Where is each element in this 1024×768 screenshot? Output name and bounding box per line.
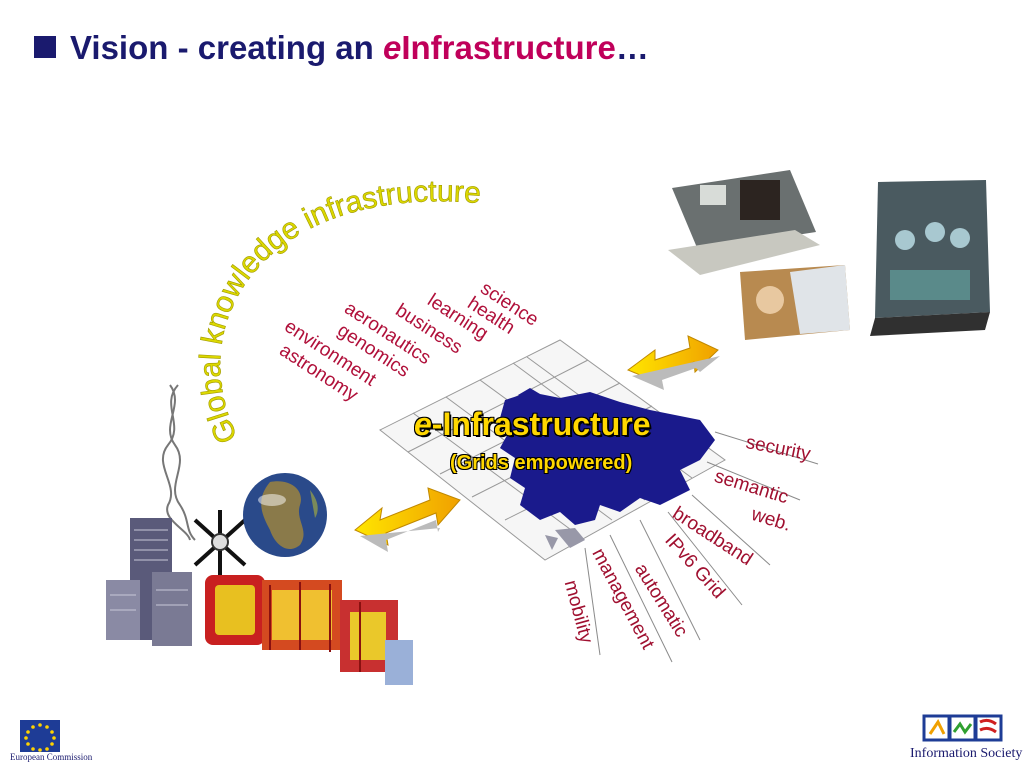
center-subtitle: (Grids empowered) xyxy=(450,452,633,474)
photo-lab xyxy=(668,170,820,275)
information-society-label: Information Society xyxy=(910,746,1023,761)
arrow-left xyxy=(354,487,461,552)
european-commission-label: European Commission xyxy=(10,752,93,762)
europe-map xyxy=(500,388,715,550)
photo-surgery xyxy=(870,180,990,336)
center-title-text: -Infrastructure xyxy=(431,406,651,442)
title-prefix: Vision - creating an xyxy=(70,29,383,66)
slide-title: Vision - creating an eInfrastructure… xyxy=(34,28,649,68)
center-title-e: e xyxy=(414,406,432,442)
square-bullet-icon xyxy=(34,36,56,58)
arrow-right xyxy=(626,335,720,390)
european-commission-logo xyxy=(20,720,60,752)
dna-icon xyxy=(162,384,196,541)
photo-scientist xyxy=(740,265,850,340)
information-society-logo xyxy=(922,714,1003,742)
leader-lines xyxy=(584,431,819,663)
center-title: e-Infrastructure xyxy=(414,406,651,443)
globe-icon xyxy=(243,473,327,557)
title-infrastructure: Infrastructure xyxy=(401,29,616,66)
server-icon xyxy=(106,518,192,646)
satellite-icon xyxy=(193,510,247,575)
detector-icon xyxy=(205,575,413,685)
title-suffix: … xyxy=(615,29,649,66)
title-e: e xyxy=(382,29,402,66)
